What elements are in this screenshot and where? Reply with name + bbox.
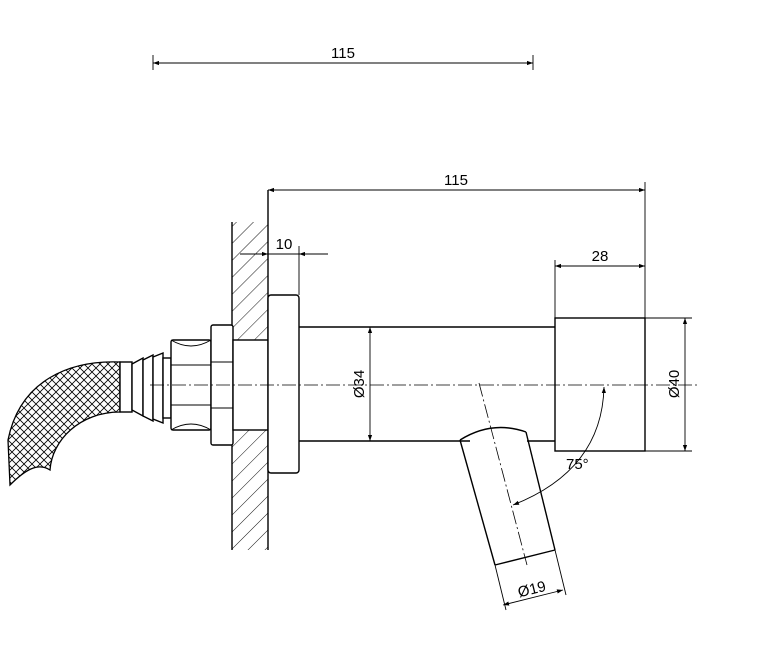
cap-length-dimension: 28 xyxy=(554,248,645,318)
spout-angle-dimension: 75° xyxy=(512,386,606,506)
dim-spout-angle: 75° xyxy=(566,456,589,473)
braided-hose xyxy=(7,351,172,487)
wall-flange xyxy=(267,294,300,474)
dim-cap-diameter: Ø40 xyxy=(666,370,683,398)
spout-diameter-dimension: Ø19 xyxy=(494,549,567,611)
top-dimension: 115 xyxy=(152,45,534,70)
dim-flange-thickness: 10 xyxy=(276,236,293,253)
dim-spout-diameter: Ø19 xyxy=(516,578,548,601)
flange-thickness-dimension: 10 xyxy=(240,236,328,295)
tube-diameter-dimension: Ø34 xyxy=(351,327,373,441)
end-cap xyxy=(554,317,646,452)
main-tube xyxy=(299,326,555,442)
cap-diameter-dimension: Ø40 xyxy=(645,317,692,452)
dim-overall-length: 115 xyxy=(444,172,468,189)
overall-length-dimension: 115 xyxy=(268,172,646,318)
dim-cap-length: 28 xyxy=(592,248,609,265)
dim-tube-diameter: Ø34 xyxy=(351,370,368,398)
dim-top-overall: 115 xyxy=(331,45,355,62)
spout xyxy=(459,382,556,566)
